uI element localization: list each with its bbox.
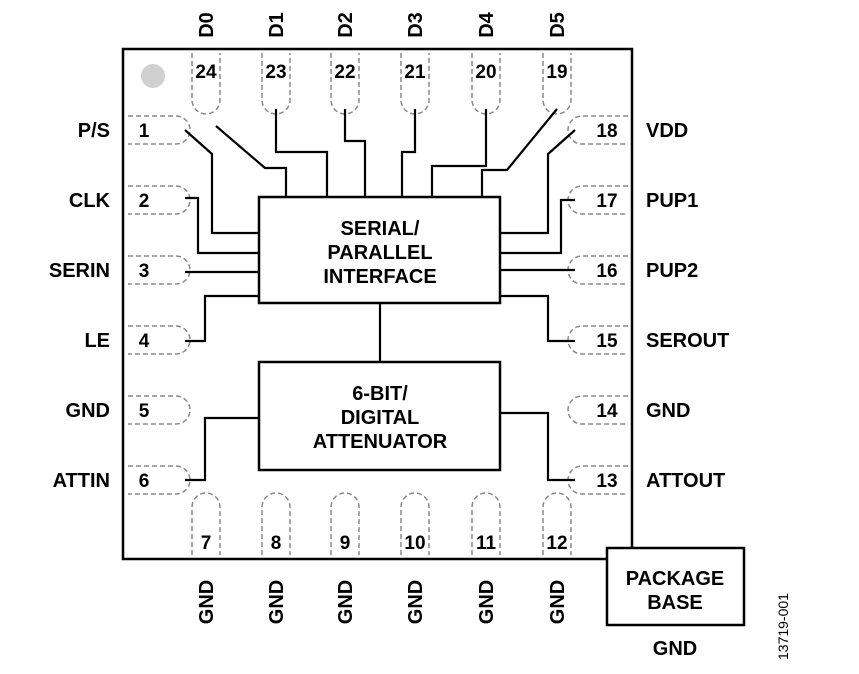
trace-attin [185,416,259,482]
pin-number-14: 14 [596,401,618,422]
pin-name-clk: CLK [69,190,111,212]
pin-pad-top-19 [542,53,572,115]
pin-name-d1: D1 [266,12,288,38]
pin-number-6: 6 [139,471,150,492]
pin-name-gnd-bottom: GND [266,580,288,624]
attenuator-label-line2: DIGITAL [341,407,420,429]
pin-number-16: 16 [596,261,617,282]
pin-number-11: 11 [476,533,497,554]
trace-pup1 [500,198,575,255]
pin-name-d0: D0 [196,12,218,38]
trace-clk [185,196,259,255]
attenuator-label-line3: ATTENUATOR [313,431,448,453]
trace-d3 [400,109,417,197]
digital-attenuator-block [257,360,502,472]
pin-pad-left-5 [128,395,191,425]
trace-serout [500,294,575,343]
trace-attout [500,411,575,482]
interface-label-line3: INTERFACE [323,266,436,288]
pin-number-13: 13 [596,471,617,492]
pin-name-d4: D4 [476,11,498,37]
pin-pad-right-14 [567,395,628,425]
pin-pad-bottom-9 [330,492,360,555]
pin-name-d3: D3 [405,12,427,38]
pin-name-gnd-bottom: GND [547,580,569,624]
interface-label-line2: PARALLEL [327,242,432,264]
pin-pad-left-6 [128,465,191,495]
pin-labels: 24D023D122D221D320D419D57GND8GND9GND10GN… [49,11,729,624]
package-base-line1: PACKAGE [626,568,725,590]
pin-name-ps: P/S [78,120,110,142]
trace-ps [184,129,259,235]
serial-parallel-interface-block [257,195,502,305]
pin-name-gnd-bottom: GND [335,580,357,624]
pin-pad-left-2 [128,185,191,215]
pin-name-pup2: PUP2 [646,260,698,282]
trace-vdd [500,129,576,235]
pin-number-12: 12 [546,533,567,554]
pin-pad-right-18 [567,115,628,145]
package-base-box [605,546,746,627]
pin-number-17: 17 [596,191,617,212]
pin-number-7: 7 [201,533,212,554]
signal-traces [184,108,576,482]
figure-id: 13719-001 [775,593,791,660]
pin-number-1: 1 [139,121,150,142]
pin-name-vdd: VDD [646,120,688,142]
pin-name-serin: SERIN [49,260,110,282]
pin-name-attout: ATTOUT [646,470,725,492]
pin-name-serout: SEROUT [646,330,729,352]
pin-number-8: 8 [271,533,282,554]
pin-name-gnd-bottom: GND [476,580,498,624]
pin-pad-left-4 [128,325,191,355]
pin-number-4: 4 [139,331,150,352]
pin-pad-left-1 [128,115,191,145]
pin-name-pup1: PUP1 [646,190,698,212]
pin-pad-bottom-11 [471,492,501,555]
attenuator-label-line1: 6-BIT/ [352,383,408,405]
trace-d4 [430,109,488,197]
pin-number-20: 20 [475,62,496,83]
pin-name-attin: ATTIN [53,470,110,492]
pin-pad-bottom-10 [400,492,430,555]
package-base-line2: BASE [647,592,703,614]
pin-number-23: 23 [265,62,286,83]
pin-name-gnd: GND [646,400,690,422]
pin-number-5: 5 [139,401,150,422]
pin-pad-bottom-12 [542,492,572,555]
pin-number-18: 18 [596,121,617,142]
pin-number-22: 22 [334,62,355,83]
pin-number-9: 9 [340,533,351,554]
trace-d5 [480,108,558,197]
pin-name-gnd-bottom: GND [196,580,218,624]
pin-number-3: 3 [139,261,150,282]
pin-pad-bottom-7 [191,492,221,555]
interface-label-line1: SERIAL/ [341,218,420,240]
pin-name-gnd-bottom: GND [405,580,427,624]
trace-d1 [274,109,329,197]
trace-d0 [215,125,288,197]
pin-number-2: 2 [139,191,150,212]
pin-name-d5: D5 [547,12,569,38]
pin-number-19: 19 [546,62,567,83]
pin-pad-left-3 [128,255,191,285]
pin-number-21: 21 [404,62,426,83]
pin-number-15: 15 [596,331,618,352]
pin1-indicator-dot [141,64,165,88]
package-base-gnd-label: GND [653,638,697,660]
trace-d2 [343,109,367,197]
pin-number-24: 24 [195,62,217,83]
pin-pad-bottom-8 [261,492,291,555]
pin-name-le: LE [84,330,110,352]
pin-number-10: 10 [404,533,425,554]
pin-pad-top-24 [191,53,221,115]
pin-name-gnd: GND [66,400,110,422]
trace-le [185,294,259,343]
pin-name-d2: D2 [335,12,357,38]
